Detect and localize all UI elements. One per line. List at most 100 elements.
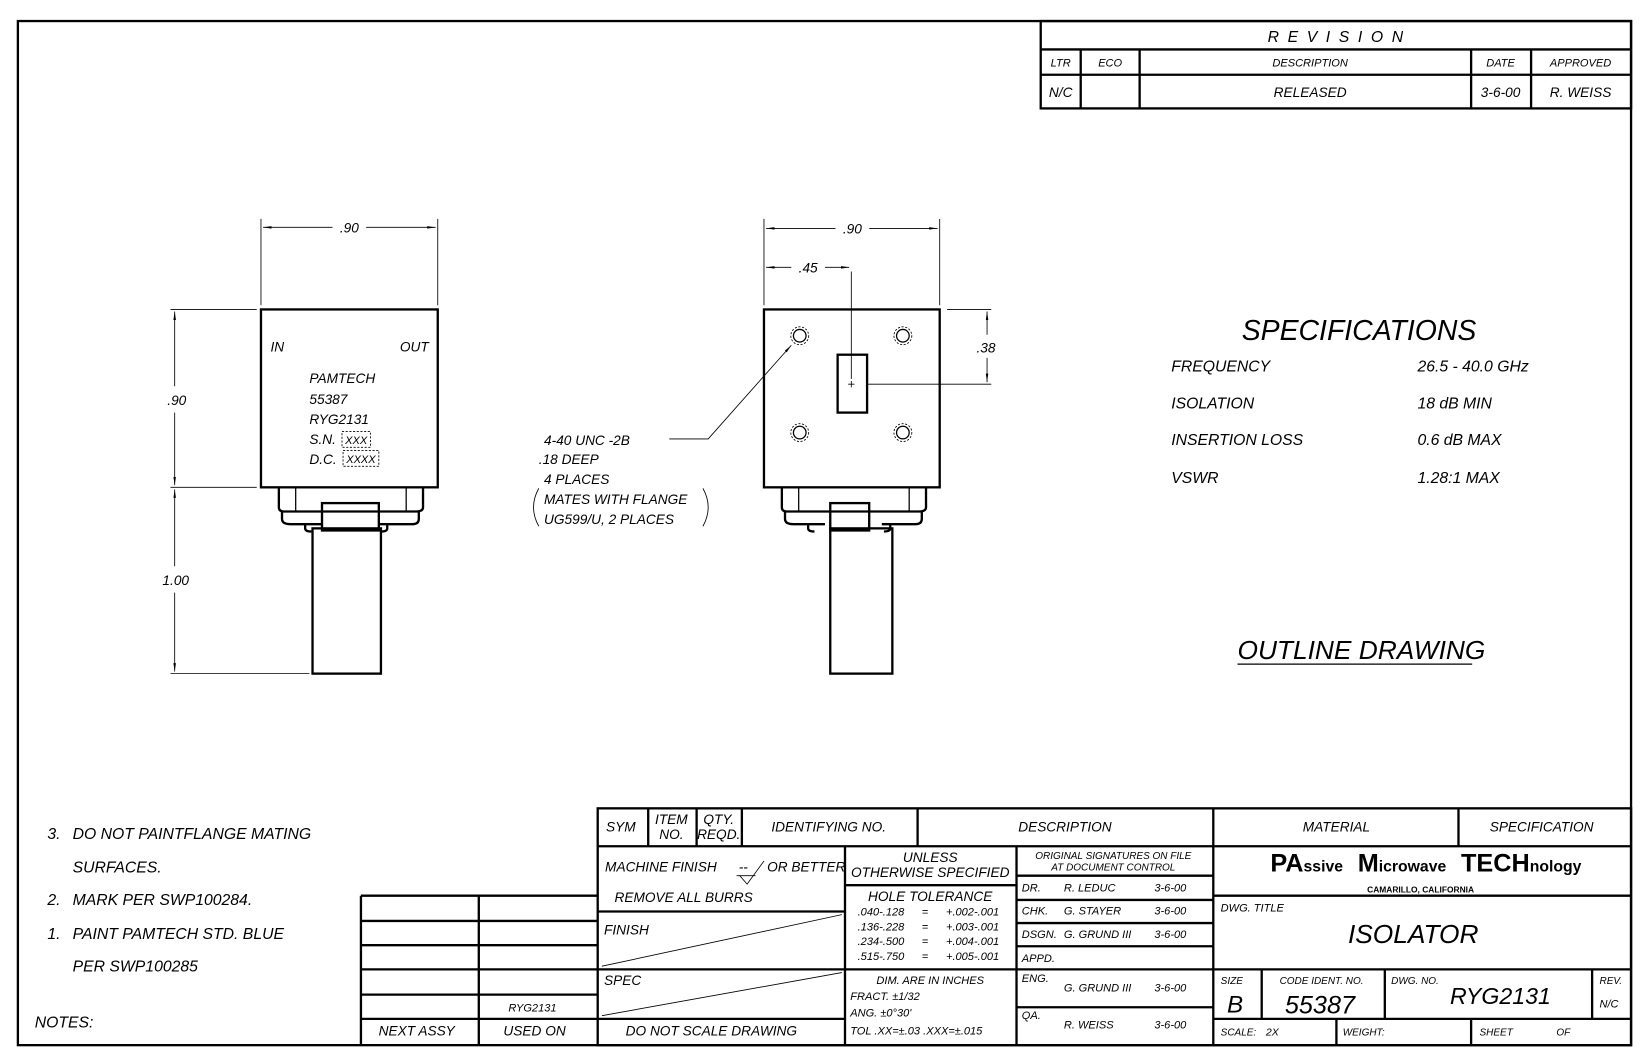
drawing-type: OUTLINE DRAWING xyxy=(1238,635,1486,665)
sig-role: DR. xyxy=(1022,882,1041,894)
tol-eq: = xyxy=(922,907,929,919)
used-on-value: RYG2131 xyxy=(508,1002,556,1014)
dim-center: .45 xyxy=(799,261,818,276)
unless-label: OTHERWISE SPECIFIED xyxy=(851,865,1010,880)
sig-date: 3-6-00 xyxy=(1154,982,1187,994)
note-text: SURFACES. xyxy=(73,860,162,877)
rev-label: REV. xyxy=(1599,976,1622,987)
isolator-body xyxy=(259,308,439,489)
spec-value: 26.5 - 40.0 GHz xyxy=(1416,359,1528,376)
spec-value: 1.28:1 MAX xyxy=(1417,470,1501,487)
side-view: .90 .90 1.00 IN OUT PAMTECH 55387 RYG213… xyxy=(162,218,439,675)
identifying-no-header: IDENTIFYING NO. xyxy=(771,819,886,834)
mounting-hole-icon xyxy=(790,423,810,442)
note-number: 1. xyxy=(47,926,60,943)
sig-name: G. STAYER xyxy=(1064,906,1121,918)
in-label: IN xyxy=(270,340,284,355)
rev-header-approved: APPROVED xyxy=(1549,57,1611,69)
dim-height: .90 xyxy=(167,393,186,408)
machine-finish-label: MACHINE FINISH xyxy=(605,859,717,874)
rev-header-description: DESCRIPTION xyxy=(1272,57,1348,69)
tol-range: .234-.500 xyxy=(858,936,906,948)
tol-value: +.002-.001 xyxy=(946,907,999,919)
surface-finish-icon xyxy=(736,860,765,885)
dwg-no-label: DWG. NO. xyxy=(1391,976,1439,987)
sig-name: R. WEISS xyxy=(1064,1019,1114,1031)
sig-role: QA. xyxy=(1022,1010,1041,1022)
code-ident-value: 55387 xyxy=(1285,992,1356,1020)
signatures-header: ORIGINAL SIGNATURES ON FILE xyxy=(1035,851,1191,862)
sig-role: CHK. xyxy=(1022,906,1048,918)
waveguide-opening xyxy=(836,353,869,414)
flange-view: .38 .90 .45 4-40 UNC -2B .18 DEEP 4 PLAC… xyxy=(533,218,996,675)
specifications-title: SPECIFICATIONS xyxy=(1242,315,1477,347)
note-text: MARK PER SWP100284. xyxy=(73,892,253,909)
item-no-header: ITEM xyxy=(655,812,688,827)
tol-range: .136-.228 xyxy=(858,921,906,933)
dim-vertical: .38 xyxy=(976,341,995,356)
spec-label: FREQUENCY xyxy=(1171,359,1271,376)
dwg-title-label: DWG. TITLE xyxy=(1221,902,1285,914)
scale-value: 2X xyxy=(1265,1027,1280,1039)
decimal-tolerance: TOL .XX=±.03 .XXX=±.015 xyxy=(850,1026,983,1038)
note-text: PER SWP100285 xyxy=(73,958,199,975)
note-text: PAINT PAMTECH STD. BLUE xyxy=(73,926,285,943)
dwg-title: ISOLATOR xyxy=(1348,919,1479,949)
callout-line: UG599/U, 2 PLACES xyxy=(544,512,674,527)
note-number: 3. xyxy=(47,826,60,843)
sig-role: ENG. xyxy=(1022,973,1049,985)
sig-name: R. LEDUC xyxy=(1064,882,1117,894)
rev-description: RELEASED xyxy=(1274,85,1347,100)
out-label: OUT xyxy=(400,340,431,355)
dc-value: XXXX xyxy=(345,454,376,466)
signatures-header: AT DOCUMENT CONTROL xyxy=(1050,862,1175,873)
dwg-no-value: RYG2131 xyxy=(1450,983,1551,1009)
notes: 3. DO NOT PAINTFLANGE MATING SURFACES. 2… xyxy=(35,826,311,1031)
spec-value: 0.6 dB MAX xyxy=(1417,432,1503,449)
revision-block: R E V I S I O N LTR ECO DESCRIPTION DATE… xyxy=(1039,19,1633,110)
used-on-label: USED ON xyxy=(503,1024,565,1039)
rev-header-date: DATE xyxy=(1486,57,1515,69)
waveguide-stub xyxy=(311,527,383,675)
sn-value: XXX xyxy=(344,435,368,447)
hole-tolerance-title: HOLE TOLERANCE xyxy=(868,889,993,904)
dc-label: D.C. xyxy=(309,452,336,467)
notes-title: NOTES: xyxy=(35,1014,94,1031)
of-label: OF xyxy=(1556,1028,1571,1039)
title-block: SYM ITEM NO. QTY. REQD. IDENTIFYING NO. … xyxy=(596,807,1633,1047)
note-number: 2. xyxy=(46,892,60,909)
item-no-header: NO. xyxy=(659,827,683,842)
sig-date: 3-6-00 xyxy=(1154,929,1187,941)
note-text: DO NOT PAINTFLANGE MATING xyxy=(73,826,312,843)
size-label: SIZE xyxy=(1221,976,1244,987)
code-ident-label: CODE IDENT. NO. xyxy=(1280,976,1364,987)
sym-header: SYM xyxy=(606,819,636,834)
spec-label: VSWR xyxy=(1171,470,1218,487)
qty-header: QTY. xyxy=(703,812,734,827)
ang-tolerance: ANG. ±0°30' xyxy=(849,1008,912,1020)
spec-label: SPEC xyxy=(604,973,641,988)
size-value: B xyxy=(1227,992,1243,1019)
remove-burrs-label: REMOVE ALL BURRS xyxy=(615,890,753,905)
machine-finish-value: -- xyxy=(739,859,749,874)
marking-line: 55387 xyxy=(309,392,348,407)
finish-label: FINISH xyxy=(604,923,649,938)
mounting-hole-icon xyxy=(893,326,913,346)
flange-outline xyxy=(277,487,425,513)
rev-approved: R. WEISS xyxy=(1550,85,1612,100)
sn-label: S.N. xyxy=(309,432,336,447)
next-assy-label: NEXT ASSY xyxy=(379,1024,456,1039)
tol-range: .515-.750 xyxy=(858,951,906,963)
specification-header: SPECIFICATION xyxy=(1490,819,1594,834)
spec-label: ISOLATION xyxy=(1171,395,1255,412)
callout-line: .18 DEEP xyxy=(539,452,600,467)
specifications: SPECIFICATIONS FREQUENCY 26.5 - 40.0 GHz… xyxy=(1171,315,1529,665)
sig-date: 3-6-00 xyxy=(1154,882,1187,894)
scale-label: SCALE: xyxy=(1221,1028,1257,1039)
rev-date: 3-6-00 xyxy=(1481,85,1521,100)
tol-eq: = xyxy=(922,951,929,963)
tol-value: +.004-.001 xyxy=(946,936,999,948)
sig-role: APPD. xyxy=(1021,953,1055,965)
